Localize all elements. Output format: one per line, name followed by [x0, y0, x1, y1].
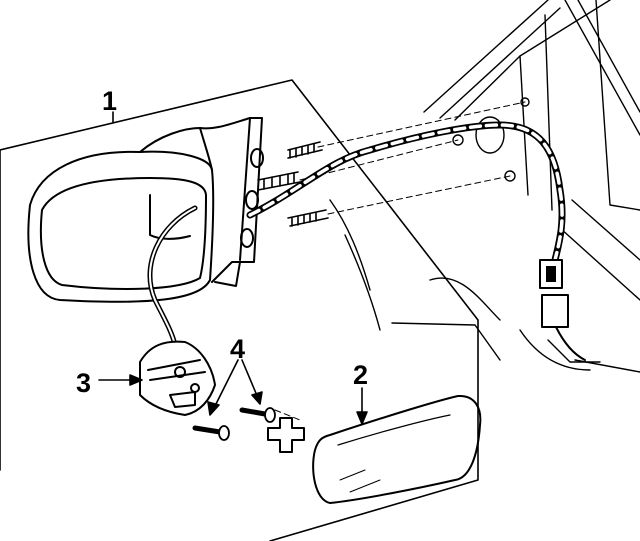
mounting-screws	[257, 141, 329, 227]
motor-wire-inner	[149, 207, 196, 346]
callout-leaders	[98, 111, 368, 425]
callout-4: 4	[230, 334, 245, 364]
screw-parts	[192, 407, 276, 441]
mirror-housing	[27, 117, 264, 303]
leader-lines	[274, 101, 526, 421]
motor-wire	[147, 205, 198, 348]
callout-3: 3	[76, 368, 91, 398]
assembly-outline	[0, 79, 479, 541]
cross-clip	[267, 417, 305, 453]
door-frame	[329, 0, 640, 373]
callout-2: 2	[353, 360, 368, 390]
mirror-glass	[312, 394, 482, 504]
motor	[139, 340, 216, 416]
callout-1: 1	[102, 86, 117, 116]
wire-harness	[246, 121, 586, 361]
callout-numbers: 1 2 3 4	[76, 86, 368, 398]
